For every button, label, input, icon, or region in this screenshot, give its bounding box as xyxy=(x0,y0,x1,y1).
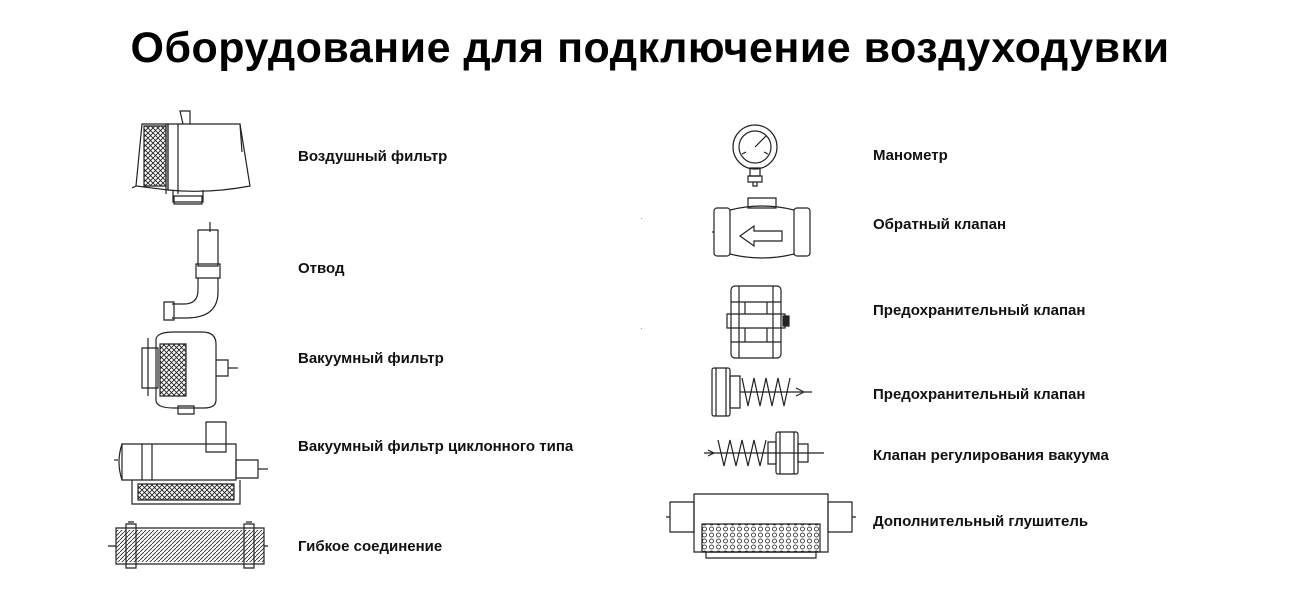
page-title: Оборудование для подключение воздуходувк… xyxy=(130,24,1170,72)
check-valve-icon xyxy=(712,196,812,268)
cyclone-vacuum-filter-icon xyxy=(112,420,270,510)
label-air-filter: Воздушный фильтр xyxy=(298,148,448,165)
label-flexible-connection: Гибкое соединение xyxy=(298,538,443,555)
label-spring-safety-valve: Предохранительный клапан xyxy=(873,386,1086,403)
label-safety-valve: Предохранительный клапан xyxy=(873,302,1086,319)
label-pressure-gauge: Манометр xyxy=(873,147,948,164)
flexible-connection-icon xyxy=(108,520,268,570)
label-check-valve: Обратный клапан xyxy=(873,216,1007,233)
label-cyclone-vacuum-filter: Вакуумный фильтр циклонного типа xyxy=(298,438,574,455)
label-elbow: Отвод xyxy=(298,260,345,277)
label-vacuum-regulating-valve: Клапан регулирования вакуума xyxy=(873,447,1109,464)
label-vacuum-filter: Вакуумный фильтр xyxy=(298,350,444,367)
safety-valve-icon xyxy=(725,284,791,360)
stray-dot xyxy=(641,218,642,219)
label-additional-silencer: Дополнительный глушитель xyxy=(873,513,1089,530)
elbow-pipe-icon xyxy=(160,220,230,325)
vacuum-regulating-valve-icon xyxy=(704,428,828,478)
additional-silencer-icon xyxy=(666,490,856,562)
spring-safety-valve-icon xyxy=(708,364,812,420)
stray-dot xyxy=(641,328,642,329)
pressure-gauge-icon xyxy=(730,122,780,188)
vacuum-filter-icon xyxy=(134,330,244,415)
air-filter-icon xyxy=(128,108,268,208)
